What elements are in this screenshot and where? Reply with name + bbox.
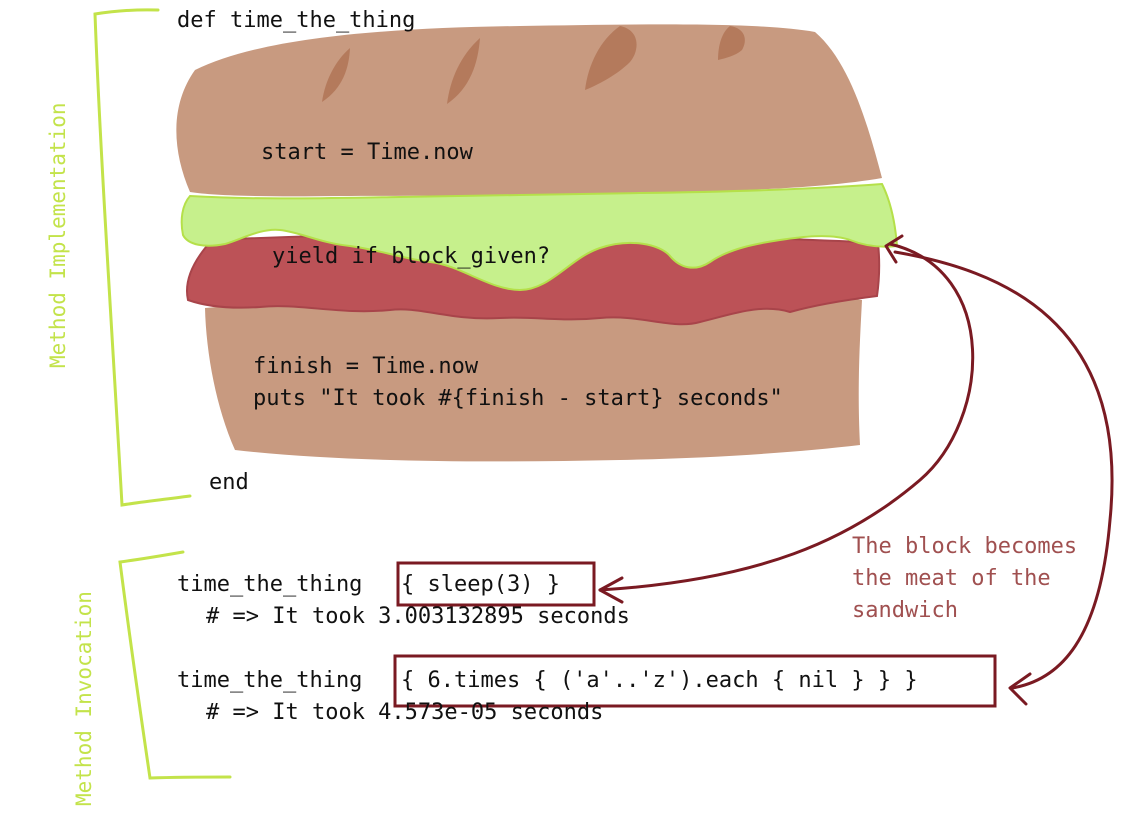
invocation-bracket [118,550,232,780]
bread-slash [585,26,637,90]
invocation-1-result: # => It took 3.003132895 seconds [206,604,630,629]
bread-slash [718,26,745,60]
top-bun [176,24,882,197]
def-line: def time_the_thing [177,8,416,33]
arrow-to-second-block [893,250,1114,690]
block-box-times [393,654,997,708]
method-invocation-label: Method Invocation [72,591,96,806]
start-line: start = Time.now [261,140,473,165]
annotation-line-3: sandwich [852,598,958,623]
annotation-line-2: the meat of the [852,566,1051,591]
arrow-head-sandwich [884,234,904,264]
invocation-1-block: { sleep(3) } [401,572,560,597]
arrow-to-first-block [598,242,975,592]
implementation-bracket [93,8,192,507]
puts-line: puts "It took #{finish - start} seconds" [253,386,783,411]
yield-line: yield if block_given? [272,244,551,269]
bread-slash [322,48,350,102]
bottom-bun [205,292,862,462]
invocation-1-method: time_the_thing [177,572,363,597]
arrow-head-first-block [598,576,624,604]
invocation-2-result: # => It took 4.573e-05 seconds [206,700,604,725]
bread-slash [447,38,480,104]
end-line: end [209,470,249,495]
method-implementation-label: Method Implementation [46,102,70,368]
arrow-head-second-block [1008,672,1032,706]
invocation-2-block: { 6.times { ('a'..'z').each { nil } } } [401,668,918,693]
invocation-2-method: time_the_thing [177,668,363,693]
block-box-sleep [396,561,596,607]
lettuce-layer [180,182,899,292]
annotation-line-1: The block becomes [852,534,1078,559]
finish-line: finish = Time.now [253,354,479,379]
